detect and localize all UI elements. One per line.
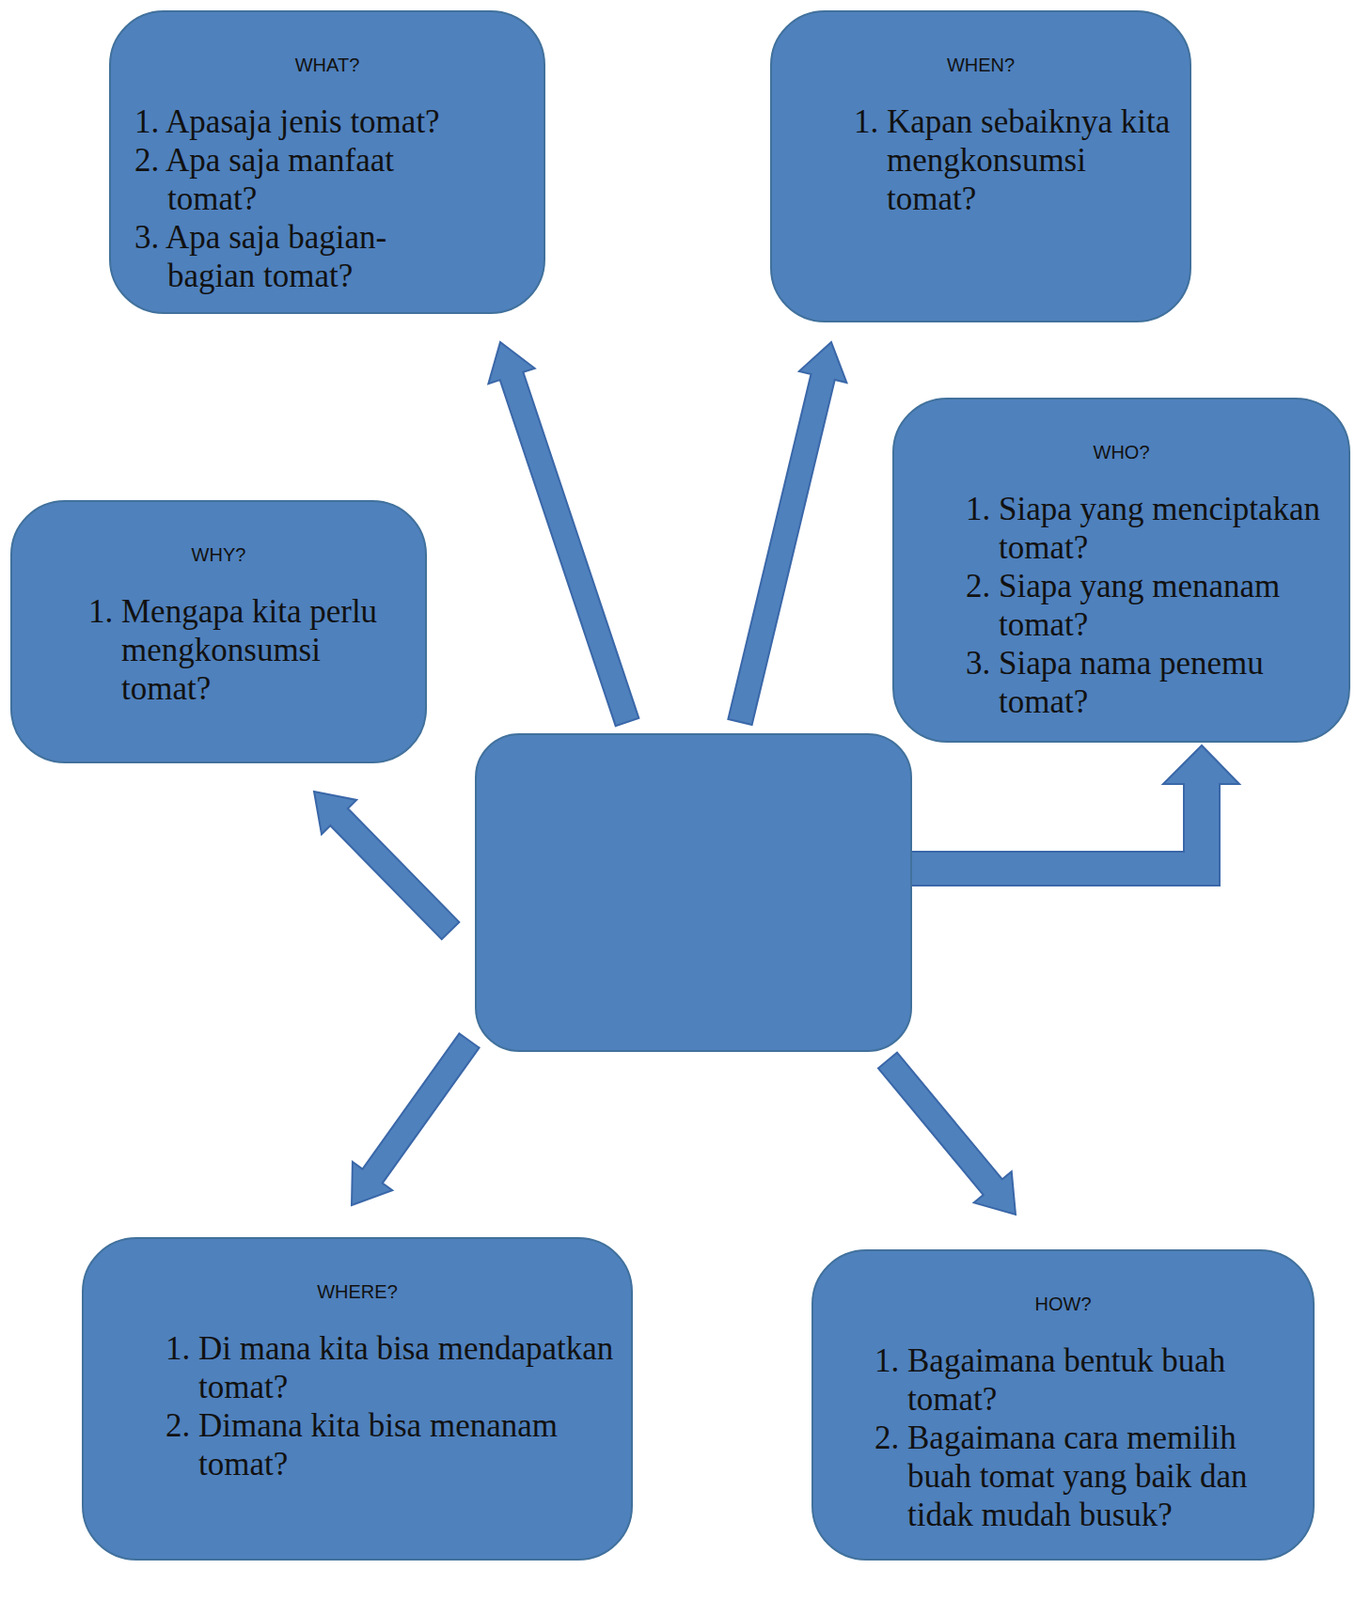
question-box: HOW? 1. Bagaimana bentuk buah tomat?2. Ba… [811,1249,1315,1561]
question-box: WHEN? 1. Kapan sebaiknya kita mengkonsums… [770,10,1192,323]
block-arrow [314,791,459,940]
box-heading: WHEN? [772,53,1190,77]
question-box: WHAT? 1. Apasaja jenis tomat?2. Apa saja … [109,10,546,315]
question-item: 2. Apa saja manfaat tomat? [110,141,544,219]
question-item: 3. Siapa nama penemu tomat? [894,644,1349,722]
question-item: 1. Apasaja jenis tomat? [110,102,544,142]
box-heading: WHAT? [110,53,544,77]
box-heading: HOW? [813,1292,1313,1316]
question-box: WHERE? 1. Di mana kita bisa mendapatkan t… [81,1237,633,1561]
block-arrow [351,1033,480,1206]
question-item: 3. Apa saja bagian-bagian tomat? [110,218,544,296]
box-heading: WHO? [894,441,1349,464]
question-box: WHY? 1. Mengapa kita perlu mengkonsumsi t… [10,500,427,764]
question-box: WHO? 1. Siapa yang menciptakan tomat?2. S… [892,397,1351,743]
box-heading: WHERE? [83,1280,631,1304]
question-item: 1. Bagaimana bentuk buah tomat? [813,1341,1313,1419]
picture-frame [475,734,912,1052]
block-arrow [911,745,1240,886]
box-heading: WHY? [12,543,426,567]
block-arrow [727,342,847,725]
question-item: 1. Siapa yang menciptakan tomat? [894,489,1349,568]
question-item: 2. Dimana kita bisa menanam tomat? [83,1406,631,1484]
block-arrow [878,1053,1016,1215]
question-item: 2. Siapa yang menanam tomat? [894,567,1349,645]
question-item: 1. Mengapa kita perlu mengkonsumsi tomat… [12,592,426,709]
question-item: 2. Bagaimana cara memilih buah tomat yan… [813,1418,1313,1535]
question-item: 1. Di mana kita bisa mendapatkan tomat? [83,1329,631,1407]
question-item: 1. Kapan sebaiknya kita mengkonsumsi tom… [772,102,1190,219]
block-arrow [488,342,639,726]
